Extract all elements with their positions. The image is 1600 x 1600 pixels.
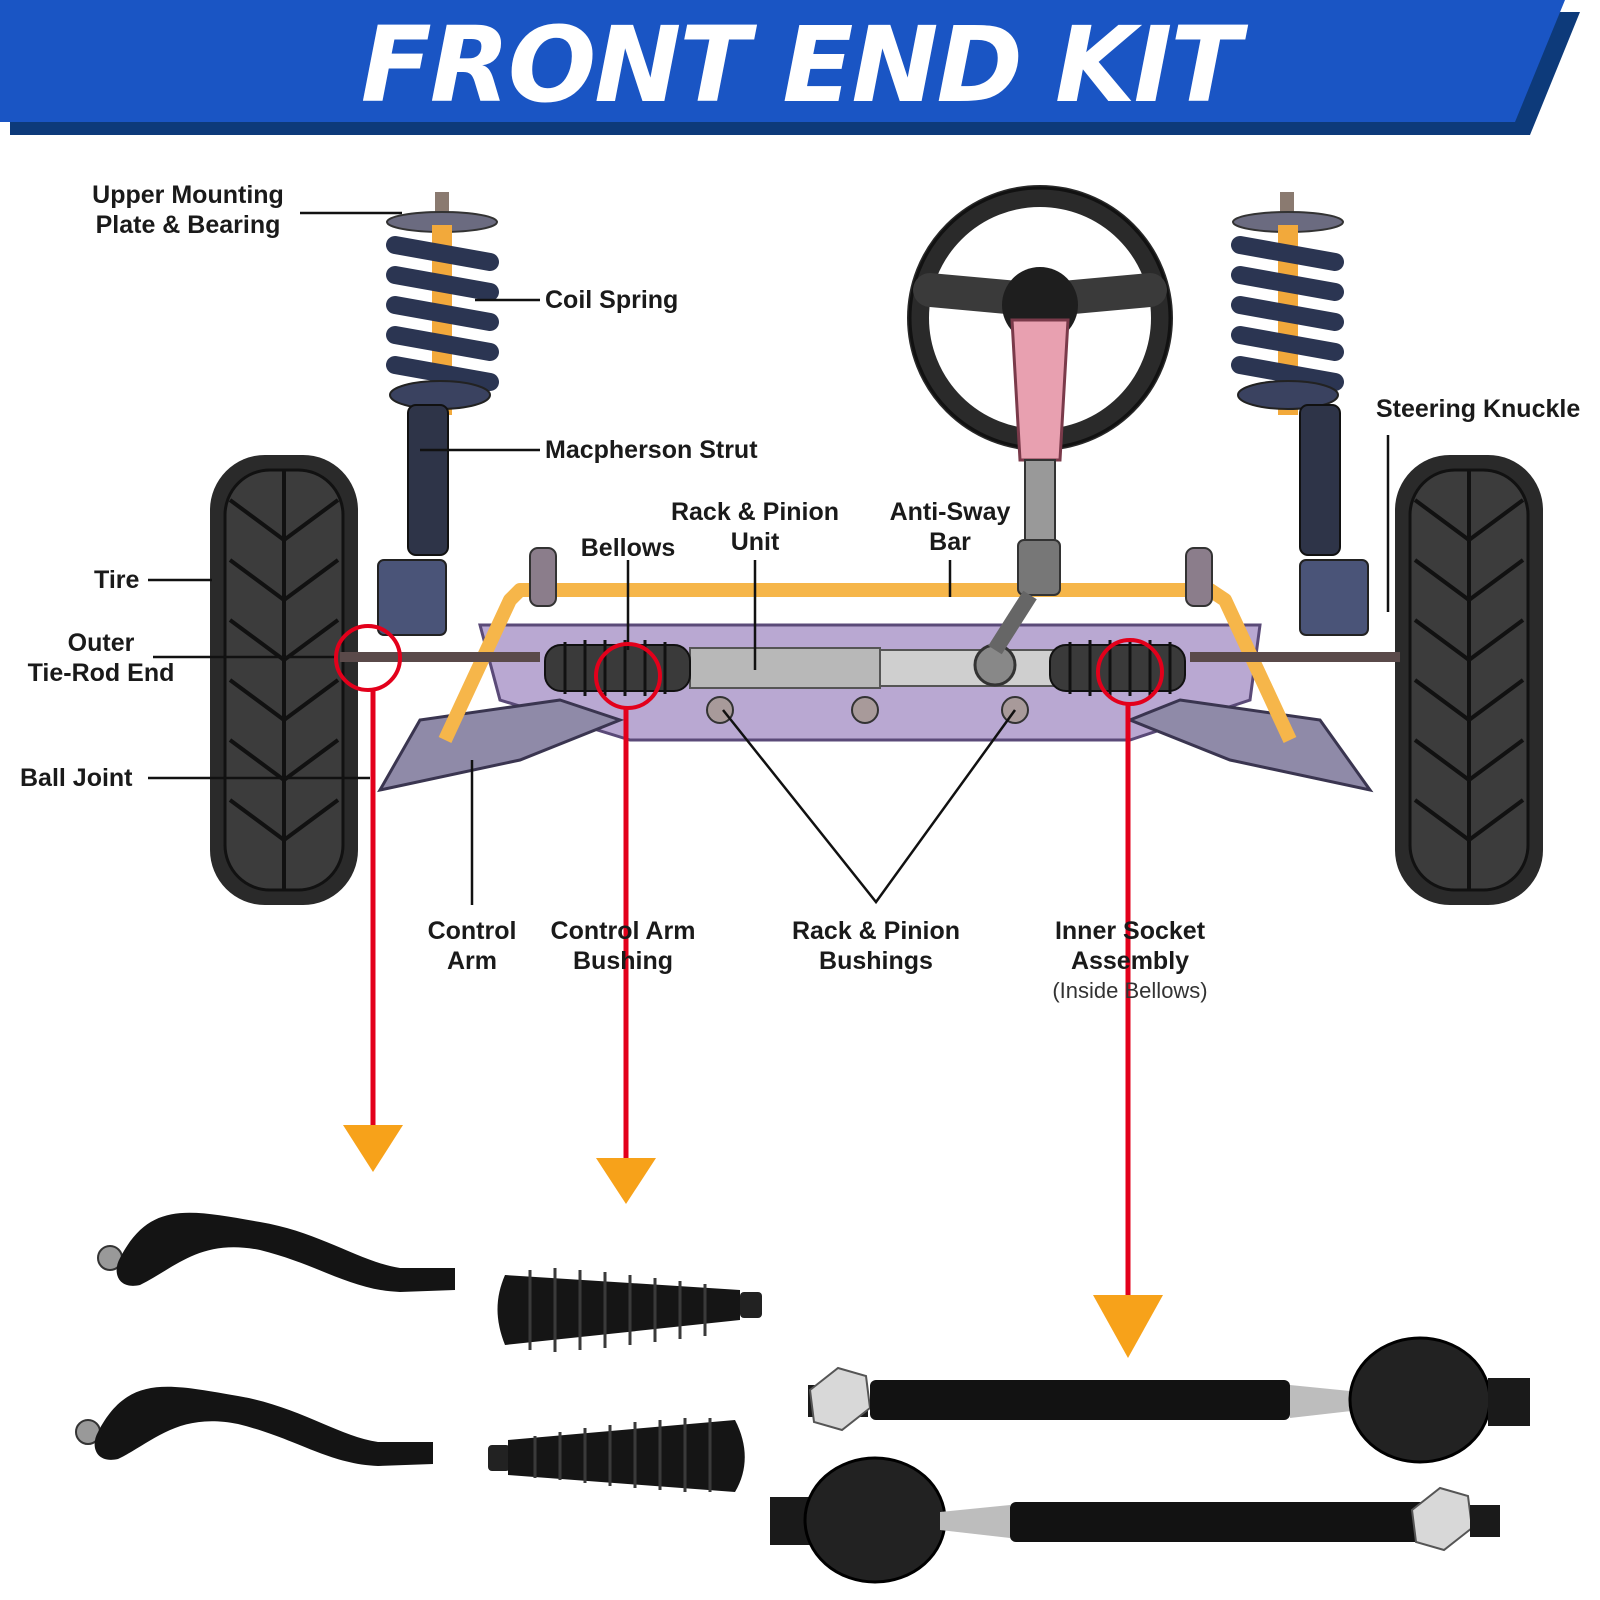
anti-sway-bar bbox=[438, 583, 1297, 743]
label-inner-socket-assembly: Inner Socket Assembly (Inside Bellows) bbox=[1052, 916, 1207, 1006]
inner-tie-rod-bottom bbox=[770, 1456, 1500, 1584]
label-rack-pinion-bushings: Rack & Pinion Bushings bbox=[792, 916, 960, 976]
right-strut bbox=[1231, 192, 1369, 636]
label-control-arm-bushing: Control Arm Bushing bbox=[551, 916, 696, 976]
bellows-boot-bottom bbox=[488, 1418, 745, 1492]
left-control-arm bbox=[377, 698, 625, 793]
label-upper-mounting: Upper Mounting Plate & Bearing bbox=[92, 180, 284, 240]
bellows-boot-top bbox=[497, 1268, 762, 1352]
label-ball-joint: Ball Joint bbox=[20, 764, 133, 792]
label-outer-tie-rod-end-line1: Outer bbox=[67, 629, 135, 657]
outer-tie-rod-end-top bbox=[97, 1212, 455, 1292]
right-control-arm bbox=[1125, 698, 1374, 793]
right-tire bbox=[1395, 455, 1543, 905]
inner-tie-rod-top bbox=[808, 1336, 1530, 1464]
label-control-arm-line1: Control bbox=[427, 917, 517, 945]
left-tire bbox=[210, 455, 358, 905]
label-control-arm-line2: Arm bbox=[446, 947, 497, 975]
label-rack-pinion-unit-line1: Rack & Pinion bbox=[670, 498, 840, 526]
label-inner-socket-assembly-line2: Assembly bbox=[1070, 947, 1190, 975]
label-control-arm-bushing-line2: Bushing bbox=[573, 947, 673, 975]
label-rack-pinion-unit-line2: Unit bbox=[730, 528, 780, 556]
page-title: FRONT END KIT bbox=[360, 4, 1242, 126]
label-rack-pinion-bushings-line2: Bushings bbox=[819, 947, 933, 975]
label-steering-knuckle: Steering Knuckle bbox=[1376, 395, 1581, 423]
callout-outer-tie-rod bbox=[334, 624, 403, 1172]
label-macpherson-strut: Macpherson Strut bbox=[545, 436, 758, 464]
label-inner-socket-assembly-line1: Inner Socket bbox=[1054, 917, 1206, 945]
label-upper-mounting-line2: Plate & Bearing bbox=[95, 211, 281, 239]
label-coil-spring: Coil Spring bbox=[545, 286, 679, 314]
label-upper-mounting-line1: Upper Mounting bbox=[92, 181, 284, 209]
callout-bellows bbox=[594, 642, 662, 1204]
label-control-arm-bushing-line1: Control Arm bbox=[550, 917, 696, 945]
label-anti-sway-bar-line1: Anti-Sway bbox=[889, 498, 1011, 526]
label-control-arm: Control Arm bbox=[428, 916, 517, 976]
left-strut bbox=[377, 192, 499, 636]
label-rack-pinion-unit: Rack & Pinion Unit bbox=[671, 497, 839, 557]
label-inner-socket-assembly-note: (Inside Bellows) bbox=[1052, 978, 1208, 1003]
outer-tie-rod-end-bottom bbox=[75, 1386, 433, 1466]
steering-wheel bbox=[907, 185, 1173, 687]
banner-background bbox=[0, 0, 1565, 122]
label-outer-tie-rod-end: Outer Tie-Rod End bbox=[28, 628, 175, 688]
label-anti-sway-bar-line2: Bar bbox=[929, 528, 971, 556]
leader-lines bbox=[148, 211, 1390, 905]
label-anti-sway-bar: Anti-Sway Bar bbox=[890, 497, 1011, 557]
label-rack-pinion-bushings-line1: Rack & Pinion bbox=[791, 917, 961, 945]
callout-inner-socket bbox=[1093, 638, 1164, 1358]
label-bellows: Bellows bbox=[580, 534, 676, 562]
label-tire: Tire bbox=[94, 566, 140, 594]
label-outer-tie-rod-end-line2: Tie-Rod End bbox=[27, 659, 175, 687]
